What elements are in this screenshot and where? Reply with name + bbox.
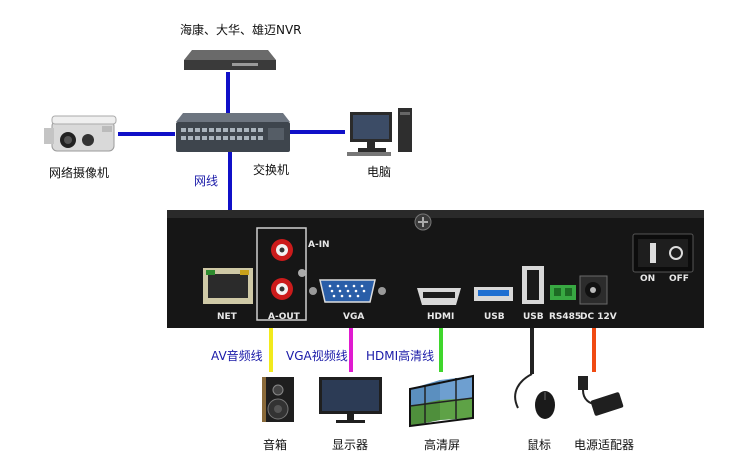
vga-label: VGA bbox=[343, 312, 365, 322]
hdmi-cable-label: HDMI高清线 bbox=[366, 349, 435, 363]
av-cable-label: AV音频线 bbox=[211, 349, 263, 363]
usb-label-1: USB bbox=[484, 312, 505, 322]
monitor-label: 显示器 bbox=[332, 438, 369, 452]
monitor-device bbox=[319, 377, 382, 423]
adapter-label: 电源适配器 bbox=[574, 438, 635, 452]
on-label: ON bbox=[640, 274, 656, 284]
switch-device bbox=[176, 113, 290, 152]
video-wall-device bbox=[409, 374, 474, 428]
rear-panel bbox=[167, 210, 704, 328]
switch-label: 交换机 bbox=[253, 163, 290, 177]
device-cables bbox=[269, 328, 596, 374]
camera-label: 网络摄像机 bbox=[49, 166, 110, 180]
rs485-port bbox=[550, 285, 576, 300]
pc-device bbox=[347, 108, 412, 156]
speaker-device bbox=[262, 377, 294, 422]
video-wall-label: 高清屏 bbox=[424, 438, 461, 452]
adapter-device bbox=[578, 376, 624, 416]
usb-label-2: USB bbox=[523, 312, 544, 322]
off-label: OFF bbox=[669, 274, 689, 284]
a-out-label: A-OUT bbox=[268, 312, 300, 322]
net-port-label: NET bbox=[217, 312, 237, 322]
camera-device bbox=[44, 115, 117, 152]
nvr-label: 海康、大华、雄迈NVR bbox=[180, 23, 302, 37]
dc-label: DC 12V bbox=[580, 312, 617, 322]
mouse-device bbox=[514, 373, 555, 419]
rs485-label: RS485 bbox=[549, 312, 582, 322]
vga-cable-label: VGA视频线 bbox=[286, 349, 348, 363]
a-in-label: A-IN bbox=[308, 240, 330, 250]
mouse-label: 鼠标 bbox=[527, 438, 552, 452]
speaker-label: 音箱 bbox=[263, 438, 288, 452]
pc-label: 电脑 bbox=[367, 165, 392, 179]
hdmi-label: HDMI bbox=[427, 312, 455, 322]
network-cable-label: 网线 bbox=[194, 174, 219, 188]
nvr-device bbox=[184, 50, 276, 70]
